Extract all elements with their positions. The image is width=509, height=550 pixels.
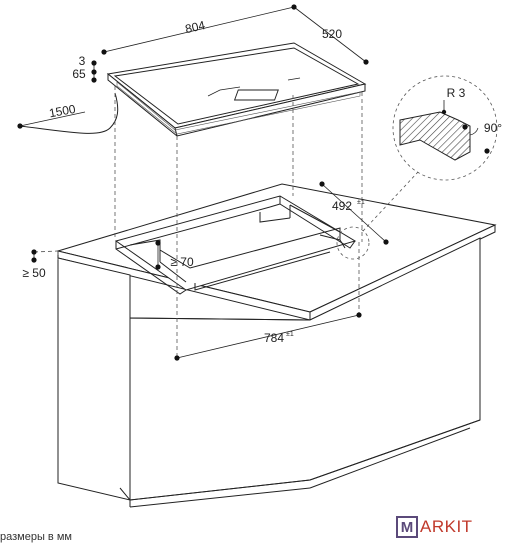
detail-magnified-circle <box>392 75 498 181</box>
control-panel <box>233 89 279 101</box>
logo-wordmark: ARKIT <box>420 517 473 536</box>
dim-cutout-depth-label: 492 <box>332 199 352 213</box>
plinth <box>119 419 481 501</box>
projection-lines <box>33 86 363 356</box>
angle-arc <box>469 127 479 136</box>
dim-cable-length-label: 1500 <box>48 102 77 120</box>
dim-cutout-depth-tolerance: ±1 <box>357 199 365 206</box>
logo-letter-box: M <box>396 516 418 538</box>
dim-cutout-width-label: 784 <box>264 331 284 345</box>
detail-marker-circle <box>336 226 370 260</box>
power-cable <box>19 92 119 134</box>
cabinet-front <box>57 257 131 501</box>
dim-angle-label: 90° <box>484 121 502 135</box>
dim-total-thickness-label: 65 <box>72 67 86 81</box>
worktop-right-edge <box>309 224 496 321</box>
dim-side-clearance-label: ≥ 50 <box>22 266 46 280</box>
detail-callout <box>336 75 498 260</box>
dim-front-clearance-label: ≥ 70 <box>170 255 194 269</box>
worktop-cutout <box>114 195 357 295</box>
cooktop <box>106 42 367 137</box>
dim-depth-label: 520 <box>322 27 342 41</box>
dim-radius-label: R 3 <box>447 86 466 100</box>
dim-cutout-width-tolerance: ±1 <box>286 331 294 338</box>
dimension-dots <box>17 4 490 361</box>
dim-width-label: 804 <box>184 18 207 36</box>
brand-logo: M ARKIT <box>396 514 473 540</box>
dim-top-thickness-label: 3 <box>79 54 86 68</box>
units-note: размеры в мм <box>0 531 72 543</box>
edge-profile <box>399 111 471 161</box>
cabinet <box>56 183 497 508</box>
dimension-lines <box>19 6 445 359</box>
